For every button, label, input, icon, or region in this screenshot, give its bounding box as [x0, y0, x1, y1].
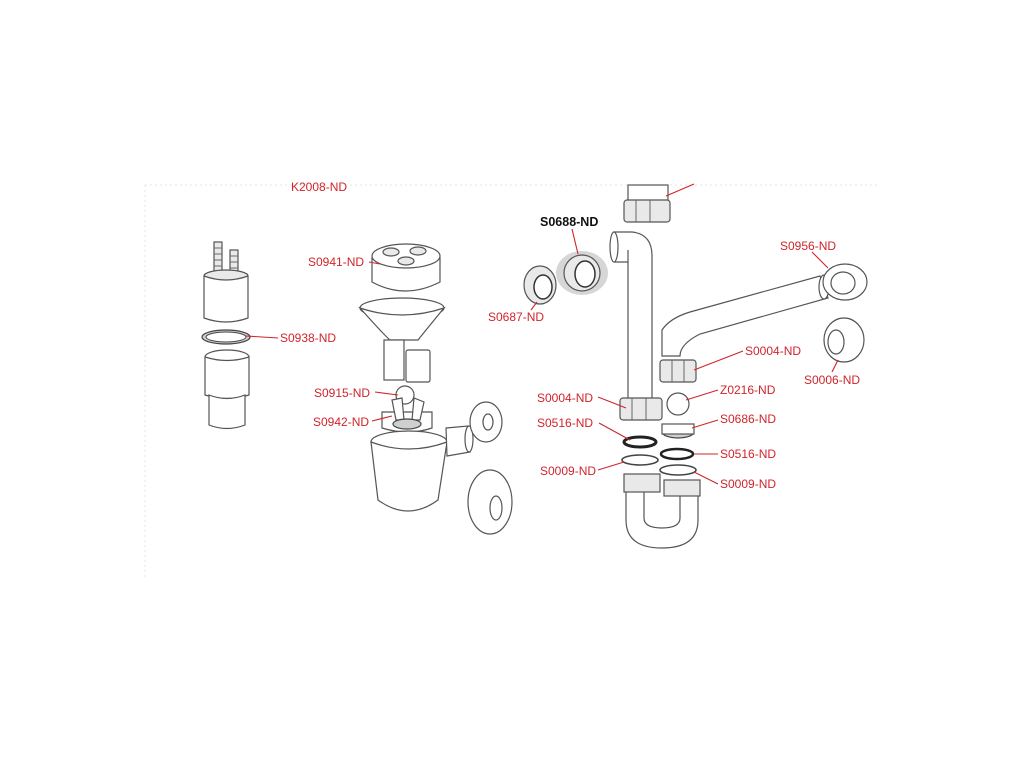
label-s0687: S0687-ND	[488, 310, 544, 324]
leader-lines	[245, 183, 839, 485]
label-s0938: S0938-ND	[280, 331, 336, 345]
crop-frame	[144, 184, 880, 580]
connector-parts	[523, 251, 608, 305]
part-labels: K2008-ND S0941-ND S0938-ND S0915-ND S094…	[280, 180, 860, 491]
label-k2008: K2008-ND	[291, 180, 347, 194]
pipe-siphon-assembly	[609, 184, 868, 549]
label-s0956: S0956-ND	[780, 239, 836, 253]
label-s0516-left: S0516-ND	[537, 416, 593, 430]
label-s0942: S0942-ND	[313, 415, 369, 429]
label-s0516-right: S0516-ND	[720, 447, 776, 461]
label-s0686: S0686-ND	[720, 412, 776, 426]
label-s0004-lower: S0004-ND	[537, 391, 593, 405]
label-s0009-right: S0009-ND	[720, 477, 776, 491]
label-s0004-upper: S0004-ND	[745, 344, 801, 358]
label-s0006: S0006-ND	[804, 373, 860, 387]
label-s0915: S0915-ND	[314, 386, 370, 400]
label-s0009-left: S0009-ND	[540, 464, 596, 478]
hose-connector-assembly	[201, 241, 251, 430]
label-z0216: Z0216-ND	[720, 383, 776, 397]
label-s0941: S0941-ND	[308, 255, 364, 269]
bottle-trap-assembly	[358, 243, 513, 535]
label-s0688: S0688-ND	[540, 215, 598, 229]
